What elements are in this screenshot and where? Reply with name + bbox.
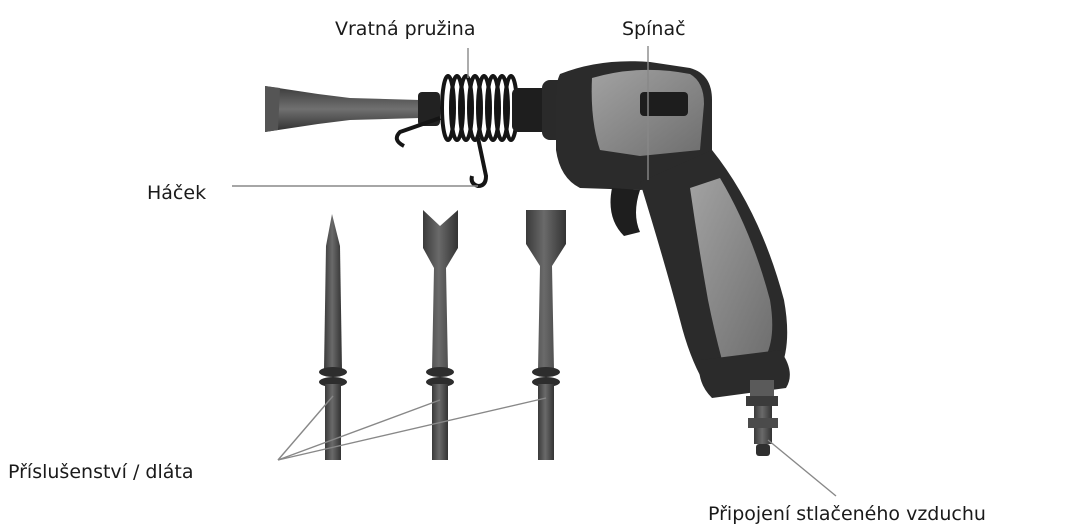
trigger	[611, 188, 641, 236]
accessory-point-chisel	[319, 214, 347, 460]
label-air-connection: Připojení stlačeného vzduchu	[708, 505, 986, 524]
leader-accessory-2	[278, 400, 440, 460]
leader-air-connection	[768, 440, 836, 496]
label-accessories: Příslušenství / dláta	[8, 463, 194, 482]
air-hammer-tool	[265, 61, 790, 456]
hook-icon	[472, 138, 486, 186]
housing-window	[640, 92, 688, 116]
label-hook: Háček	[147, 184, 206, 203]
label-switch: Spínač	[622, 20, 686, 39]
label-return-spring: Vratná pružina	[335, 20, 475, 39]
leader-accessory-3	[278, 398, 546, 460]
mounted-chisel	[265, 86, 420, 132]
return-spring	[442, 76, 517, 140]
accessory-flat-chisel	[526, 210, 566, 460]
